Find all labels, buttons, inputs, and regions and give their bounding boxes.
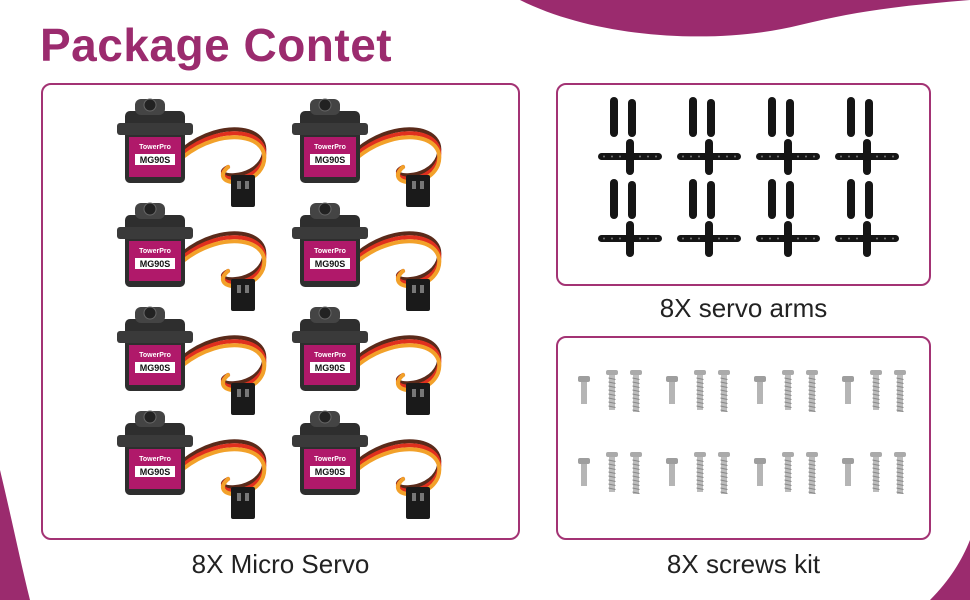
svg-text:MG90S: MG90S [140, 363, 171, 373]
servo-arm-set [756, 97, 820, 175]
servo-arms-grid [598, 97, 899, 257]
servo-arm-set [598, 97, 662, 175]
page-title: Package Contet [40, 19, 393, 71]
screw-set [578, 370, 642, 412]
svg-text:TowerPro: TowerPro [139, 352, 171, 359]
svg-text:TowerPro: TowerPro [139, 456, 171, 463]
screw-set [666, 370, 730, 412]
svg-text:MG90S: MG90S [315, 467, 346, 477]
screw-set [666, 452, 730, 494]
servo-arms-caption: 8X servo arms [659, 293, 828, 323]
svg-text:MG90S: MG90S [140, 155, 171, 165]
servo-arms-panel [556, 83, 931, 286]
svg-text:TowerPro: TowerPro [139, 248, 171, 255]
svg-text:TowerPro: TowerPro [139, 144, 171, 151]
svg-text:TowerPro: TowerPro [314, 248, 346, 255]
servo-caption: 8X Micro Servo [191, 549, 370, 579]
svg-text:TowerPro: TowerPro [314, 456, 346, 463]
servo-arm-set [677, 97, 741, 175]
servo-arm-set [756, 179, 820, 257]
servo-arm-set [677, 179, 741, 257]
screw-set [842, 452, 906, 494]
screw-set [754, 370, 818, 412]
svg-text:TowerPro: TowerPro [314, 144, 346, 151]
screw-set [578, 452, 642, 494]
svg-text:MG90S: MG90S [315, 259, 346, 269]
servo-arm-set [835, 97, 899, 175]
svg-text:TowerPro: TowerPro [314, 352, 346, 359]
screw-set [754, 452, 818, 494]
svg-text:MG90S: MG90S [140, 259, 171, 269]
svg-text:MG90S: MG90S [315, 363, 346, 373]
servo-grid: TowerProMG90STowerProMG90STowerProMG90ST… [117, 98, 442, 519]
screw-set [842, 370, 906, 412]
servo-arm-set [835, 179, 899, 257]
screws-caption: 8X screws kit [666, 549, 821, 579]
servo-arm-set [598, 179, 662, 257]
svg-text:MG90S: MG90S [140, 467, 171, 477]
screws-panel [556, 336, 931, 540]
svg-text:MG90S: MG90S [315, 155, 346, 165]
screws-grid [578, 370, 906, 494]
